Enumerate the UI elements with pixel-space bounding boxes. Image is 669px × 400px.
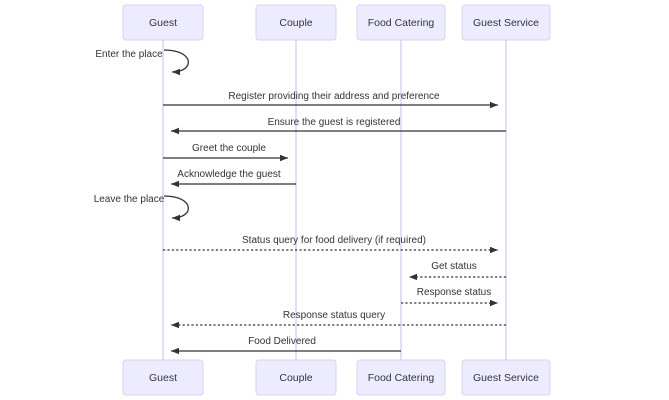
message-3[interactable]: Greet the couple [163,143,288,162]
actor-label-guest-service: Guest Service [473,17,539,29]
message-label: Enter the place [95,49,163,60]
message-2[interactable]: Ensure the guest is registered [171,117,506,135]
message-label: Food Delivered [248,336,316,347]
message-label: Ensure the guest is registered [268,117,401,128]
actor-label-couple: Couple [279,372,312,384]
message-label: Register providing their address and pre… [228,91,440,102]
message-label: Acknowledge the guest [177,169,281,180]
message-label: Leave the place [94,194,165,205]
actor-bottom-guest[interactable]: Guest [122,359,204,396]
message-6[interactable]: Status query for food delivery (if requi… [163,235,498,254]
actor-label-guest: Guest [149,372,177,384]
message-label: Response status query [283,310,385,321]
message-label: Response status [417,287,492,298]
actor-top-couple[interactable]: Couple [255,4,337,41]
lifelines-layer [162,40,507,360]
actor-label-food-catering: Food Catering [368,372,435,384]
actor-bottom-couple[interactable]: Couple [255,359,337,396]
actor-label-couple: Couple [279,17,312,29]
message-self-loop-path [163,195,189,222]
actor-box-food-catering[interactable] [356,359,446,396]
actor-bottom-food-catering[interactable]: Food Catering [356,359,446,396]
actor-box-couple[interactable] [255,359,337,396]
actor-label-food-catering: Food Catering [368,17,435,29]
message-label: Get status [431,261,477,272]
actor-box-guest-service[interactable] [461,4,551,41]
message-9[interactable]: Response status query [171,310,506,329]
message-self-loop-path [163,49,189,76]
actor-box-couple[interactable] [255,4,337,41]
actor-label-guest-service: Guest Service [473,372,539,384]
actor-box-guest[interactable] [122,4,204,41]
actor-top-food-catering[interactable]: Food Catering [356,4,446,41]
message-label: Greet the couple [192,143,266,154]
actor-top-guest[interactable]: Guest [122,4,204,41]
actor-box-guest-service[interactable] [461,359,551,396]
message-7[interactable]: Get status [409,261,506,281]
actors-bottom-layer: Guest Couple Food Catering Guest Service [122,359,551,396]
message-5[interactable]: Leave the place [94,194,189,222]
actor-box-guest[interactable] [122,359,204,396]
actors-top-layer: Guest Couple Food Catering Guest Service [122,4,551,41]
message-0[interactable]: Enter the place [95,49,189,76]
actor-box-food-catering[interactable] [356,4,446,41]
message-10[interactable]: Food Delivered [171,336,401,355]
actor-top-guest-service[interactable]: Guest Service [461,4,551,41]
actor-label-guest: Guest [149,17,177,29]
message-8[interactable]: Response status [401,287,498,307]
message-label: Status query for food delivery (if requi… [242,235,426,246]
message-1[interactable]: Register providing their address and pre… [163,91,498,109]
message-4[interactable]: Acknowledge the guest [171,169,296,188]
actor-bottom-guest-service[interactable]: Guest Service [461,359,551,396]
